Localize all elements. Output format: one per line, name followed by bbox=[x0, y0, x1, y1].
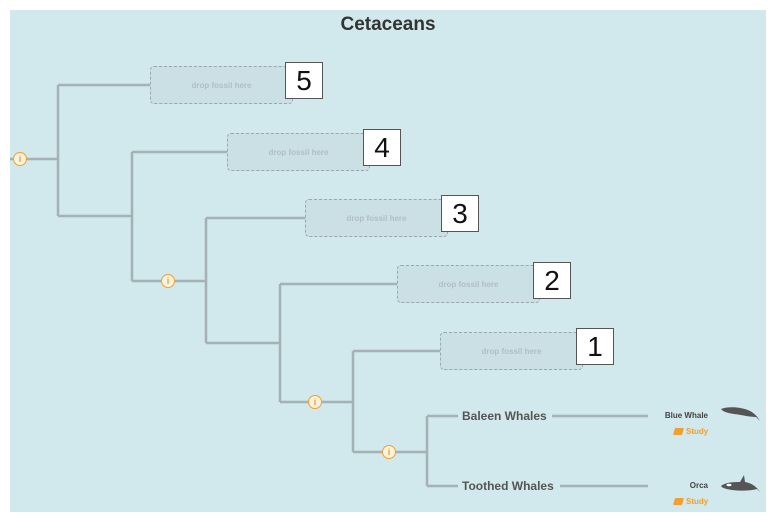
species-label-orca: Orca bbox=[689, 481, 708, 490]
drop-zone-5[interactable]: drop fossil here bbox=[150, 66, 293, 104]
clade-label-toothed: Toothed Whales bbox=[462, 479, 554, 493]
info-icon[interactable]: i bbox=[13, 152, 27, 166]
drop-zone-number-3: 3 bbox=[441, 195, 479, 232]
drop-zone-4[interactable]: drop fossil here bbox=[227, 133, 370, 171]
drop-zone-number-5: 5 bbox=[285, 62, 323, 99]
blue-whale-icon bbox=[721, 407, 760, 421]
book-icon bbox=[673, 498, 684, 505]
tree-canvas bbox=[10, 10, 766, 512]
drop-zone-3[interactable]: drop fossil here bbox=[305, 199, 448, 237]
drop-zone-number-1: 1 bbox=[576, 328, 614, 365]
drop-zone-2[interactable]: drop fossil here bbox=[397, 265, 540, 303]
clade-label-baleen: Baleen Whales bbox=[462, 409, 547, 423]
species-label-blue-whale: Blue Whale bbox=[664, 411, 708, 420]
study-label: Study bbox=[686, 427, 709, 436]
info-icon[interactable]: i bbox=[382, 445, 396, 459]
page-title: Cetaceans bbox=[340, 14, 436, 35]
book-icon bbox=[673, 428, 684, 435]
orca-icon bbox=[721, 475, 760, 492]
drop-zone-1[interactable]: drop fossil here bbox=[440, 332, 583, 370]
drop-zone-number-2: 2 bbox=[533, 262, 571, 299]
info-icon[interactable]: i bbox=[161, 274, 175, 288]
study-link-orca[interactable]: Study bbox=[673, 497, 709, 506]
study-link-blue-whale[interactable]: Study bbox=[673, 427, 709, 436]
drop-zone-number-4: 4 bbox=[363, 129, 401, 166]
study-label: Study bbox=[686, 497, 709, 506]
info-icon[interactable]: i bbox=[308, 395, 322, 409]
